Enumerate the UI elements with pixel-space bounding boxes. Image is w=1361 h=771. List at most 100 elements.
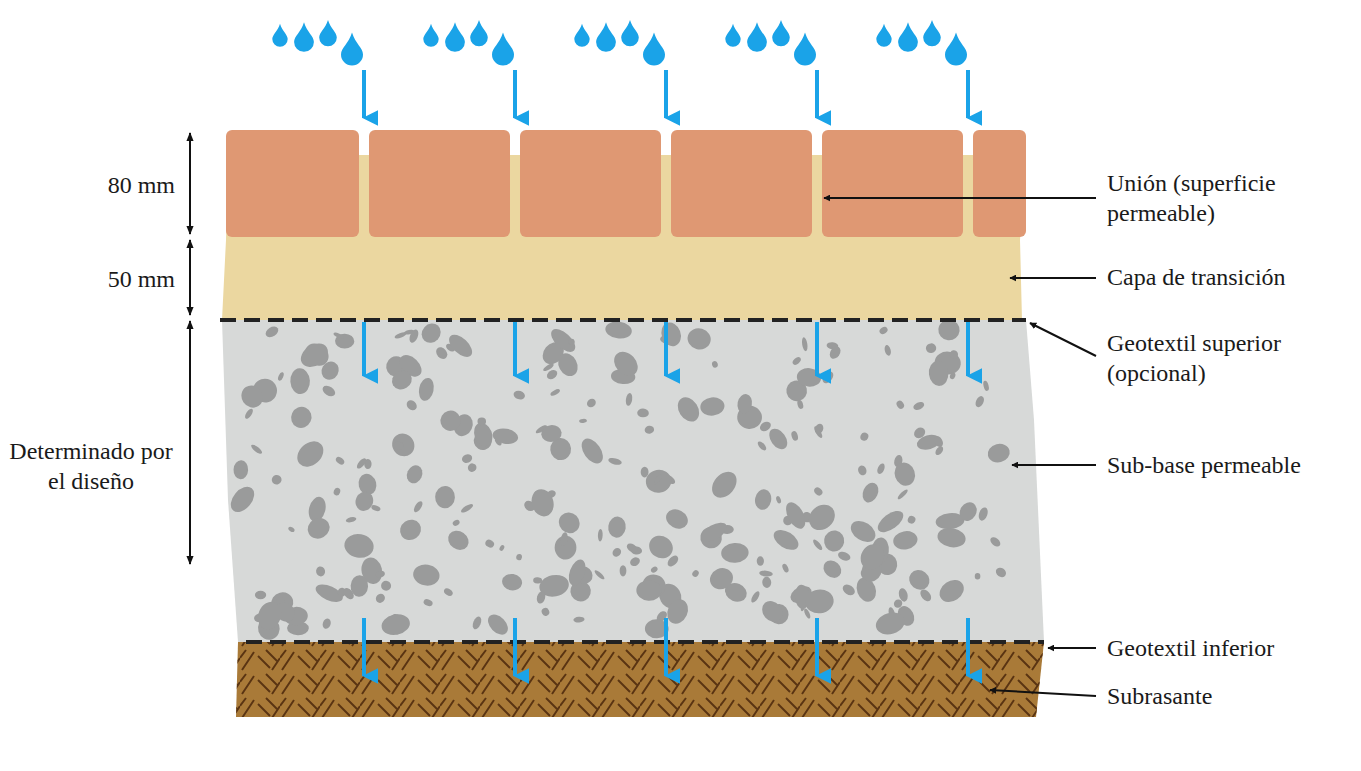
stone [949, 372, 956, 380]
stone [292, 436, 328, 472]
stone [873, 609, 907, 638]
stone [254, 598, 285, 633]
stone [461, 453, 474, 465]
paver [973, 130, 1026, 237]
flow-arrow [362, 70, 366, 118]
water-drop [772, 20, 790, 46]
stone [770, 526, 802, 554]
stone [380, 612, 412, 638]
stone [404, 463, 425, 486]
paver [369, 130, 510, 237]
stone [936, 526, 967, 550]
stone [641, 467, 649, 478]
stone [321, 617, 332, 629]
stone [350, 575, 369, 597]
dimension-label: Determinado por el diseño [6, 436, 176, 496]
stone [637, 408, 649, 417]
stone [620, 565, 627, 576]
stone [876, 462, 886, 475]
stone [560, 532, 569, 547]
stone [974, 395, 986, 409]
paver [520, 130, 661, 237]
water-drop [794, 32, 816, 65]
stone [685, 325, 713, 352]
paver [671, 130, 812, 237]
stone [699, 396, 725, 417]
stone [408, 328, 420, 344]
stone [550, 388, 561, 397]
stone [250, 443, 263, 455]
stone [264, 324, 281, 339]
stone [658, 320, 684, 349]
layer-label: Geotextil superior (opcional) [1107, 328, 1347, 388]
stone [315, 565, 326, 577]
stone [533, 577, 543, 584]
stone [625, 393, 633, 407]
layer-label: Unión (superficie permeable) [1107, 168, 1347, 228]
stone [782, 499, 809, 532]
stone [304, 514, 333, 543]
water-drop [319, 20, 337, 46]
stone [437, 407, 464, 435]
stone [445, 331, 476, 361]
pavers [226, 130, 1026, 237]
stone [813, 425, 824, 439]
stone [711, 360, 718, 368]
stone [905, 566, 933, 594]
stone [691, 569, 700, 578]
stone [375, 570, 386, 579]
stone [555, 508, 584, 537]
stone [856, 540, 889, 574]
stone [791, 356, 802, 367]
stone [860, 480, 882, 505]
flow-arrow [362, 322, 366, 376]
stone [766, 425, 791, 452]
water-drop [923, 20, 941, 46]
stone [355, 457, 368, 470]
stone [977, 506, 989, 522]
stone [321, 383, 337, 398]
stone [393, 440, 405, 451]
stone [823, 529, 846, 553]
stone [226, 482, 259, 516]
stone [653, 473, 664, 485]
stone [609, 347, 642, 381]
flow-arrow [815, 618, 819, 676]
sub-base [222, 320, 1044, 642]
stone [928, 360, 950, 387]
stone [847, 517, 879, 547]
layer-label: Geotextil inferior [1107, 633, 1357, 663]
stone [892, 460, 918, 489]
water-drop [747, 22, 767, 52]
stone [907, 515, 917, 525]
stone [884, 344, 892, 356]
stone [255, 591, 266, 599]
stone [650, 565, 659, 573]
stone [471, 615, 483, 630]
stone [484, 538, 495, 549]
stone [345, 516, 357, 523]
stone [982, 380, 989, 391]
stone [926, 343, 937, 353]
stone [512, 389, 526, 401]
stone [804, 499, 840, 535]
aggregate [226, 319, 1012, 643]
dimension-lines [189, 133, 191, 564]
stone [986, 441, 1012, 464]
layer-label: Subrasante [1107, 681, 1357, 711]
stone [577, 435, 607, 468]
stone [608, 457, 623, 466]
stone [443, 587, 454, 598]
stone [243, 407, 254, 420]
water-drop [876, 24, 891, 47]
stone [423, 598, 434, 607]
stone [756, 440, 767, 452]
stone [857, 464, 868, 476]
stone [820, 369, 835, 385]
water-drop [423, 24, 438, 47]
stone [452, 519, 461, 527]
stone [604, 320, 633, 340]
stone [625, 542, 639, 555]
flow-arrow [664, 618, 668, 676]
stone [878, 325, 889, 335]
